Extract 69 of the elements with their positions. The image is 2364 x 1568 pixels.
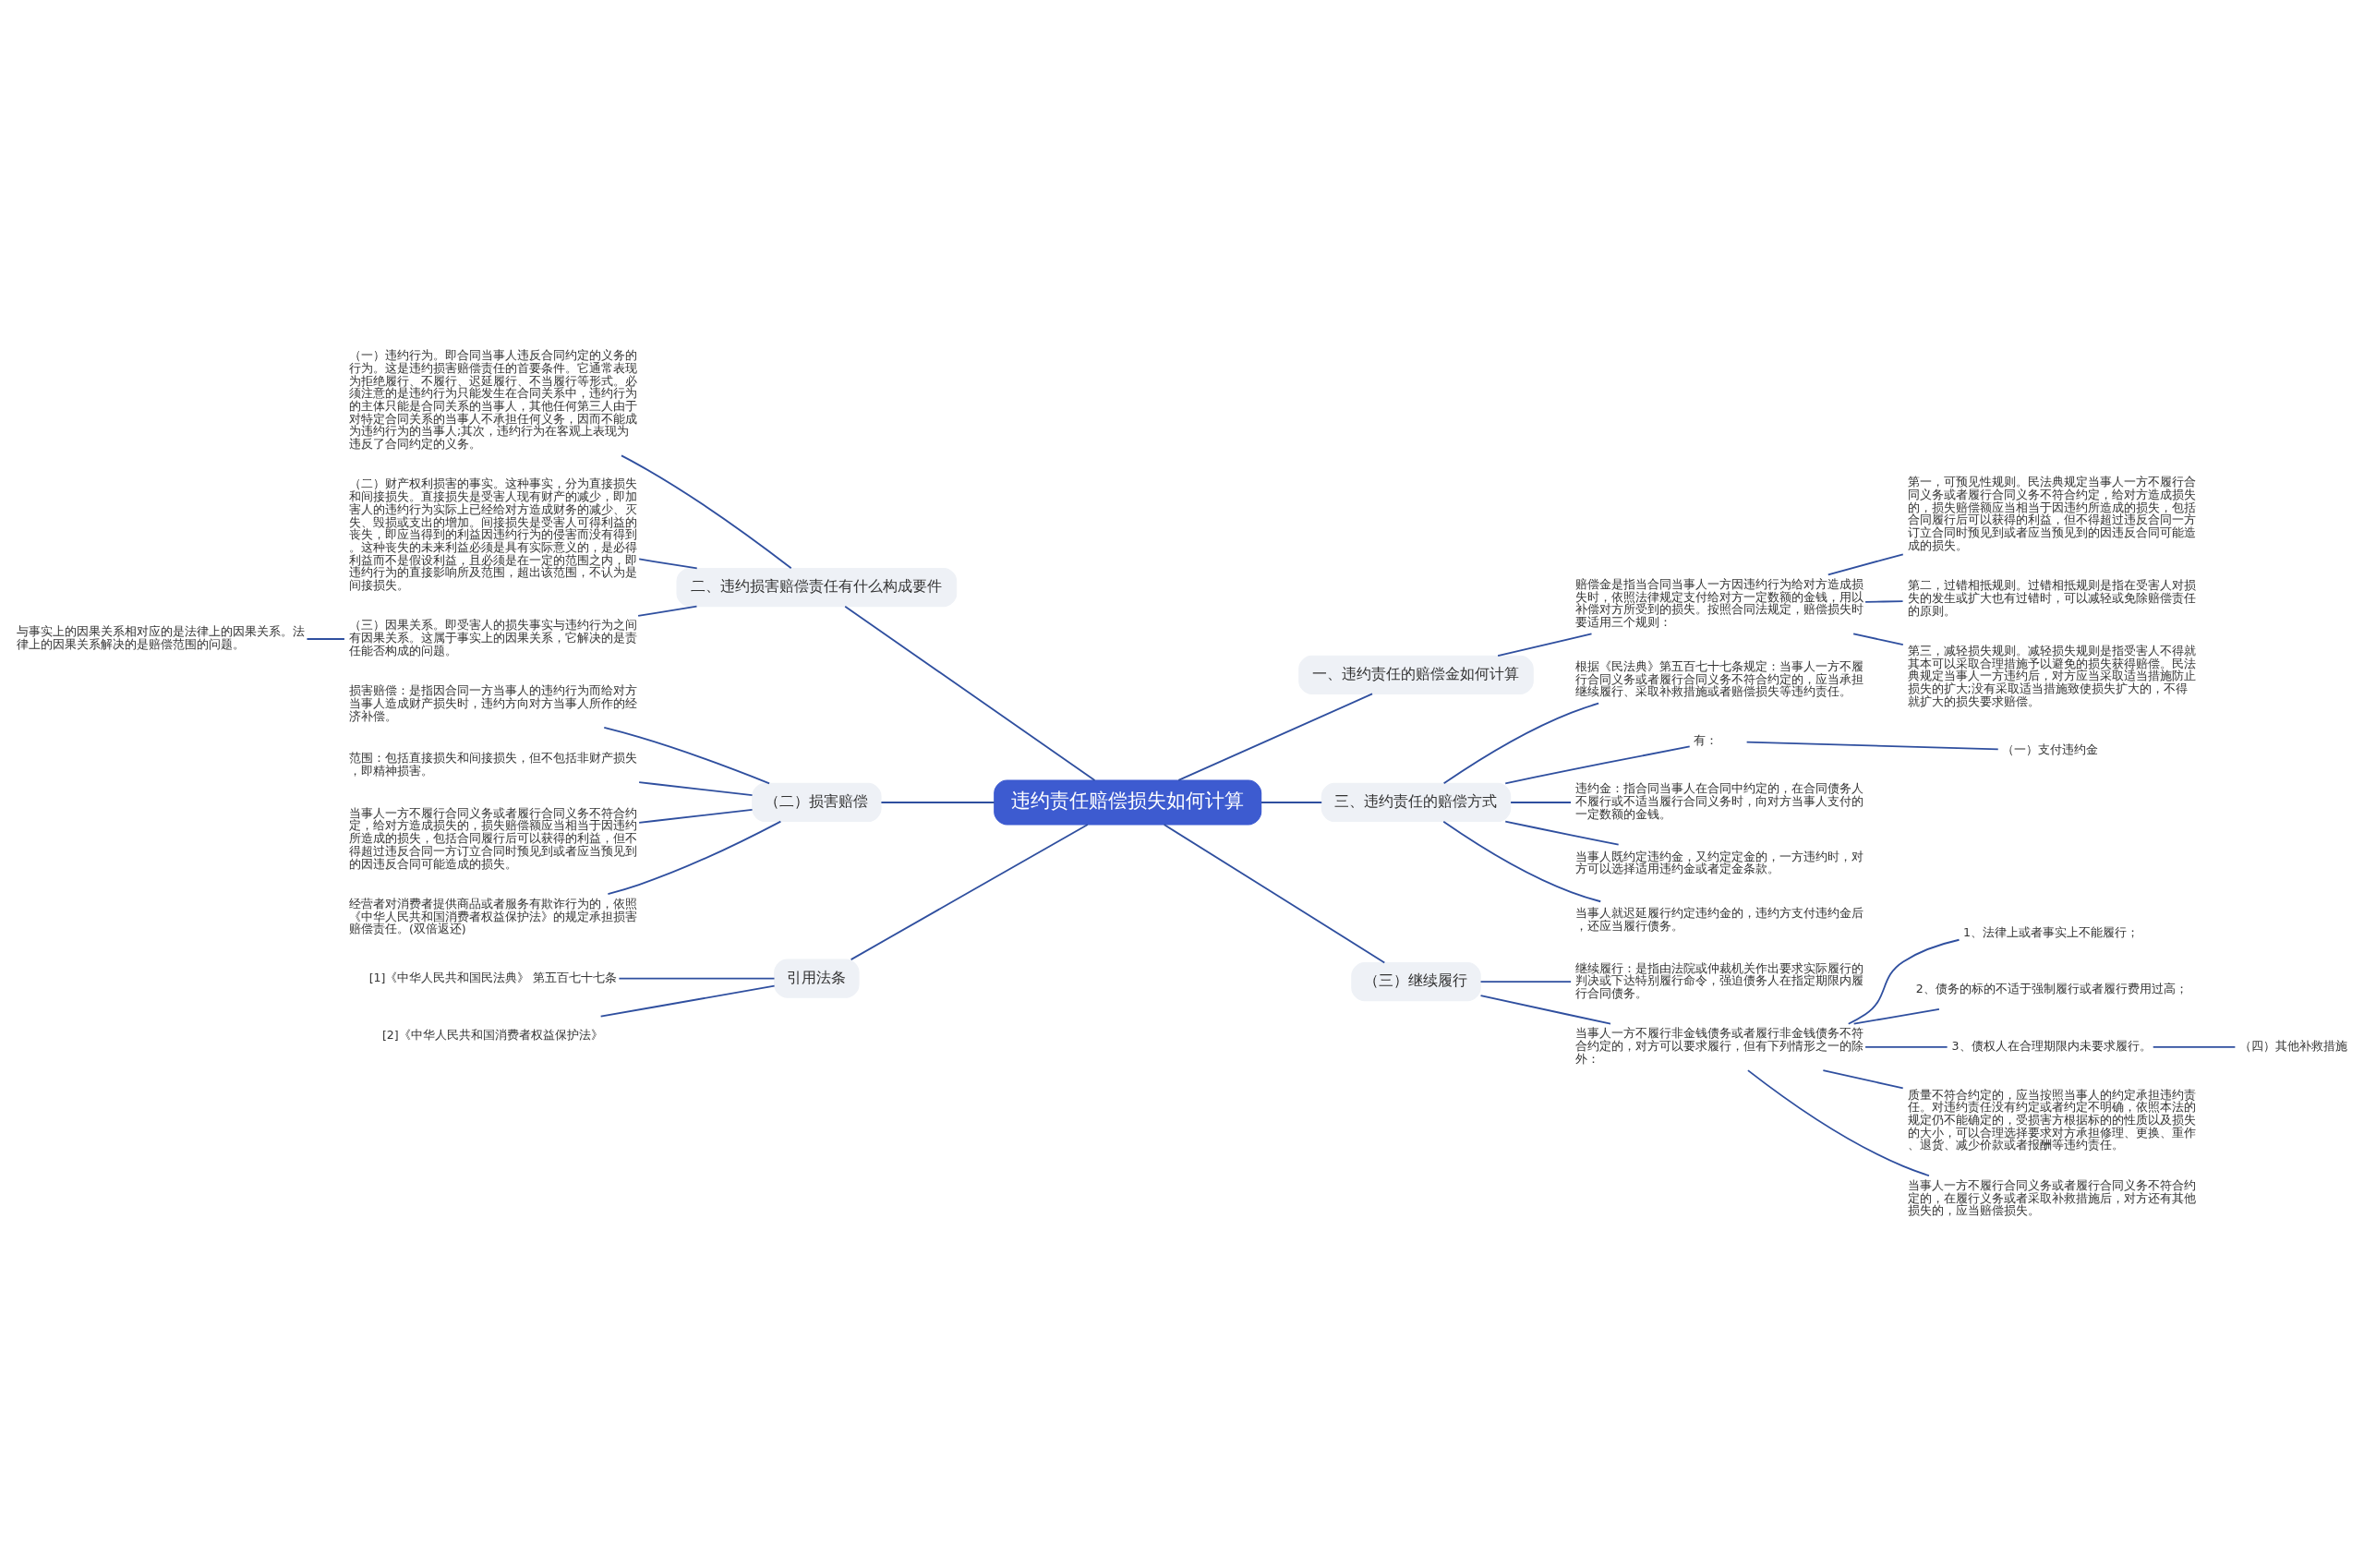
node-text: 第一，可预见性规则。民法典规定当事人一方不履行合同义务或者履行合同义务不符合约定，给对方造成损失的，损失赔偿额应当相当于因违约所造成的损失，包括合同履行后可以获得的利益，但不得超过违反合同一方订立合同时预见到或者应当预见到的因违反合同可能造成的损失。 [1907, 475, 2196, 552]
connector [1864, 600, 1904, 603]
connector [1510, 802, 1572, 803]
node-box: 一、违约责任的赔偿金如何计算 [1298, 655, 1534, 694]
node-text: 2、债务的标的不适于强制履行或者履行费用过高； [1915, 982, 2188, 996]
connector [638, 781, 754, 797]
node-text: （三）因果关系。即受害人的损失事实与违约行为之间有因果关系。这属于事实上的因果关系，它解决的是责任能否构成的问题。 [348, 618, 637, 657]
connector [1745, 741, 1999, 751]
connector [599, 984, 776, 1018]
node-text: 质量不符合约定的，应当按照当事人的约定承担违约责任。对违约责任没有约定或者约定不明确，依照本法的规定仍不能确定的，受损害方根据标的的性质以及损失的大小，可以合理选择要求对方承担修理、更换、重作、退货、减少价款或者报酬等违约责任。 [1907, 1087, 2196, 1152]
connector [1747, 1069, 1930, 1177]
connector [1847, 938, 1960, 1025]
connector [1442, 702, 1600, 785]
connector [638, 808, 754, 824]
connector [603, 727, 770, 785]
node-text: 当事人一方不履行非金钱债务或者履行非金钱债务不符合约定的，对方可以要求履行，但有下列情形之一的除外： [1574, 1026, 1863, 1066]
connector [621, 454, 792, 570]
node-text: 赔偿金是指当合同当事人一方因违约行为给对方造成损失时，依照法律规定支付给对方一定数额的金钱，用以补偿对方所受到的损失。按照合同法规定，赔偿损失时要适用三个规则： [1574, 576, 1863, 630]
node-text: （二）财产权利损害的事实。这种事实，分为直接损失和间接损失。直接损失是受害人现有财产的减少，即加害人的违约行为实际上已经给对方造成财务的减少、灭失、毁损或支出的增加。间接损失是受害人可得利益的丧失，即应当得到的利益因违约行为的侵害而没有得到。这种丧失的未来利益必须是具有实际意义的，是必得利益而不是假设利益，且必须是在一定的范围之内，即违约行为的直接影响所及范围，超出该范围，不认为是间接损失。 [348, 476, 637, 593]
connector [2152, 1045, 2237, 1048]
connector [1864, 1045, 1948, 1048]
connector [1260, 802, 1323, 803]
connector [1504, 745, 1691, 785]
node-box: （二）损害赔偿 [752, 782, 882, 823]
node-text: 第三，减轻损失规则。减轻损失规则是指受害人不得就其本可以采取合理措施予以避免的损失获得赔偿。民法典规定当事人一方违约后，对方应当采取适当措施防止损失的扩大;没有采取适当措施致使损失扩大的，不得就扩大的损失要求赔偿。 [1907, 643, 2196, 708]
node-text: 继续履行：是指由法院或仲裁机关作出要求实际履行的判决或下达特别履行命令，强迫债务人在指定期限内履行合同债务。 [1574, 960, 1863, 1000]
connector [1177, 693, 1373, 781]
node-text: 与事实上的因果关系相对应的是法律上的因果关系。法律上的因果关系解决的是赔偿范围的问题。 [17, 624, 306, 652]
node-text: 范围：包括直接损失和间接损失，但不包括非财产损失，即精神损害。 [348, 751, 637, 778]
connector [1822, 1069, 1904, 1090]
node-box: 引用法条 [774, 959, 860, 998]
connector [607, 820, 782, 896]
node-text: 根据《民法典》第五百七十七条规定：当事人一方不履行合同义务或者履行合同义务不符合约定的，应当承担继续履行、采取补救措施或者赔偿损失等违约责任。 [1574, 659, 1863, 699]
connector [1479, 981, 1573, 983]
connector [1852, 633, 1904, 646]
node-text: [1]《中华人民共和国民法典》 第五百七十七条 [368, 970, 618, 984]
node-box: 三、违约责任的赔偿方式 [1321, 782, 1512, 823]
node-text: （一）支付违约金 [2002, 742, 2099, 757]
connector [850, 824, 1089, 960]
node-text: 3、债权人在合理期限内未要求履行。 [1951, 1039, 2152, 1054]
node-text: 第二，过错相抵规则。过错相抵规则是指在受害人对损失的发生或扩大也有过错时，可以减轻或免除赔偿责任的原则。 [1907, 578, 2196, 618]
node-text: 当事人就迟延履行约定违约金的，违约方支付违约金后，还应当履行债务。 [1574, 906, 1863, 933]
connector [638, 558, 698, 570]
node-text: 当事人一方不履行合同义务或者履行合同义务不符合约定的，在履行义务或者采取补救措施后，对方还有其他损失的，应当赔偿损失。 [1907, 1177, 2196, 1218]
node-box: 违约责任赔偿损失如何计算 [994, 779, 1262, 826]
node-text: [2]《中华人民共和国消费者权益保护法》 [381, 1027, 603, 1042]
node-text: 当事人既约定违约金，又约定定金的，一方违约时，对方可以选择适用违约金或者定金条款。 [1574, 849, 1863, 876]
connector [880, 802, 995, 803]
node-box: 二、违约损害赔偿责任有什么构成要件 [676, 567, 958, 608]
node-text: 违约金：指合同当事人在合同中约定的，在合同债务人不履行或不适当履行合同义务时，向对方当事人支付的一定数额的金钱。 [1574, 781, 1863, 821]
connector [1479, 995, 1611, 1025]
connector [1827, 553, 1904, 576]
connector [637, 605, 698, 617]
node-box: （三）继续履行 [1351, 961, 1481, 1002]
connector [1163, 824, 1386, 964]
node-text: （一）违约行为。即合同当事人违反合同约定的义务的行为。这是违约损害赔偿责任的首要条件。它通常表现为拒绝履行、不履行、迟延履行、不当履行等形式。必须注意的是违约行为只能发生在合同关系中，违约行为的主体只能是合同关系的当事人，其他任何第三人由于对特定合同关系的当事人不承担任何义务，因而不能成为违约行为的当事人;其次，违约行为在客观上表现为违反了合同约定的义务。 [348, 348, 637, 452]
connector [1852, 1007, 1940, 1025]
node-text: 损害赔偿：是指因合同一方当事人的违约行为而给对方当事人造成财产损失时，违约方向对方当事人所作的经济补偿。 [348, 683, 637, 723]
node-text: 经营者对消费者提供商品或者服务有欺诈行为的，依照《中华人民共和国消费者权益保护法》的规定承担损害赔偿责任。(双倍返还) [348, 896, 637, 936]
connector [844, 605, 1096, 781]
node-text: 当事人一方不履行合同义务或者履行合同义务不符合约定，给对方造成损失的，损失赔偿额应当相当于因违约所造成的损失，包括合同履行后可以获得的利益，但不得超过违反合同一方订立合同时预见到或者应当预见到的因违反合同可能造成的损失。 [348, 805, 637, 871]
connector [618, 977, 776, 980]
connector [1442, 820, 1602, 903]
node-text: 1、法律上或者事实上不能履行； [1963, 924, 2140, 939]
connector [1497, 633, 1593, 657]
node-text: （四）其他补救措施 [2239, 1039, 2348, 1054]
node-text: 有： [1694, 732, 1719, 747]
connector [306, 638, 345, 640]
connector [1504, 820, 1620, 846]
